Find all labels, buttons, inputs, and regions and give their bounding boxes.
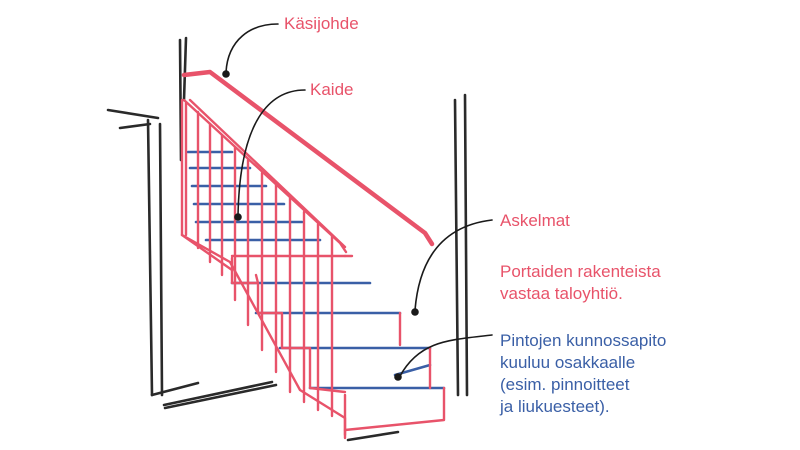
handrail bbox=[181, 69, 435, 247]
responsibility-line-2: vastaa taloyhtiö. bbox=[500, 284, 623, 303]
steps-label: Askelmat bbox=[500, 211, 570, 230]
maintenance-line-3: (esim. pinnoitteet bbox=[500, 375, 630, 394]
stair-structure bbox=[180, 98, 446, 440]
responsibility-note: Portaiden rakenteista vastaa taloyhtiö. bbox=[500, 261, 661, 305]
leader-dots bbox=[222, 70, 419, 381]
handrail-label: Käsijohde bbox=[284, 14, 359, 33]
maintenance-line-4: ja liukuesteet). bbox=[500, 397, 610, 416]
responsibility-line-1: Portaiden rakenteista bbox=[500, 262, 661, 281]
step-treads bbox=[186, 150, 446, 390]
maintenance-line-1: Pintojen kunnossapito bbox=[500, 331, 667, 350]
maintenance-line-2: kuuluu osakkaalle bbox=[500, 353, 636, 372]
railing-label: Kaide bbox=[310, 80, 354, 99]
leader-lines bbox=[225, 23, 493, 377]
wall-outlines bbox=[106, 36, 469, 442]
maintenance-note: Pintojen kunnossapito kuuluu osakkaalle … bbox=[500, 330, 666, 418]
